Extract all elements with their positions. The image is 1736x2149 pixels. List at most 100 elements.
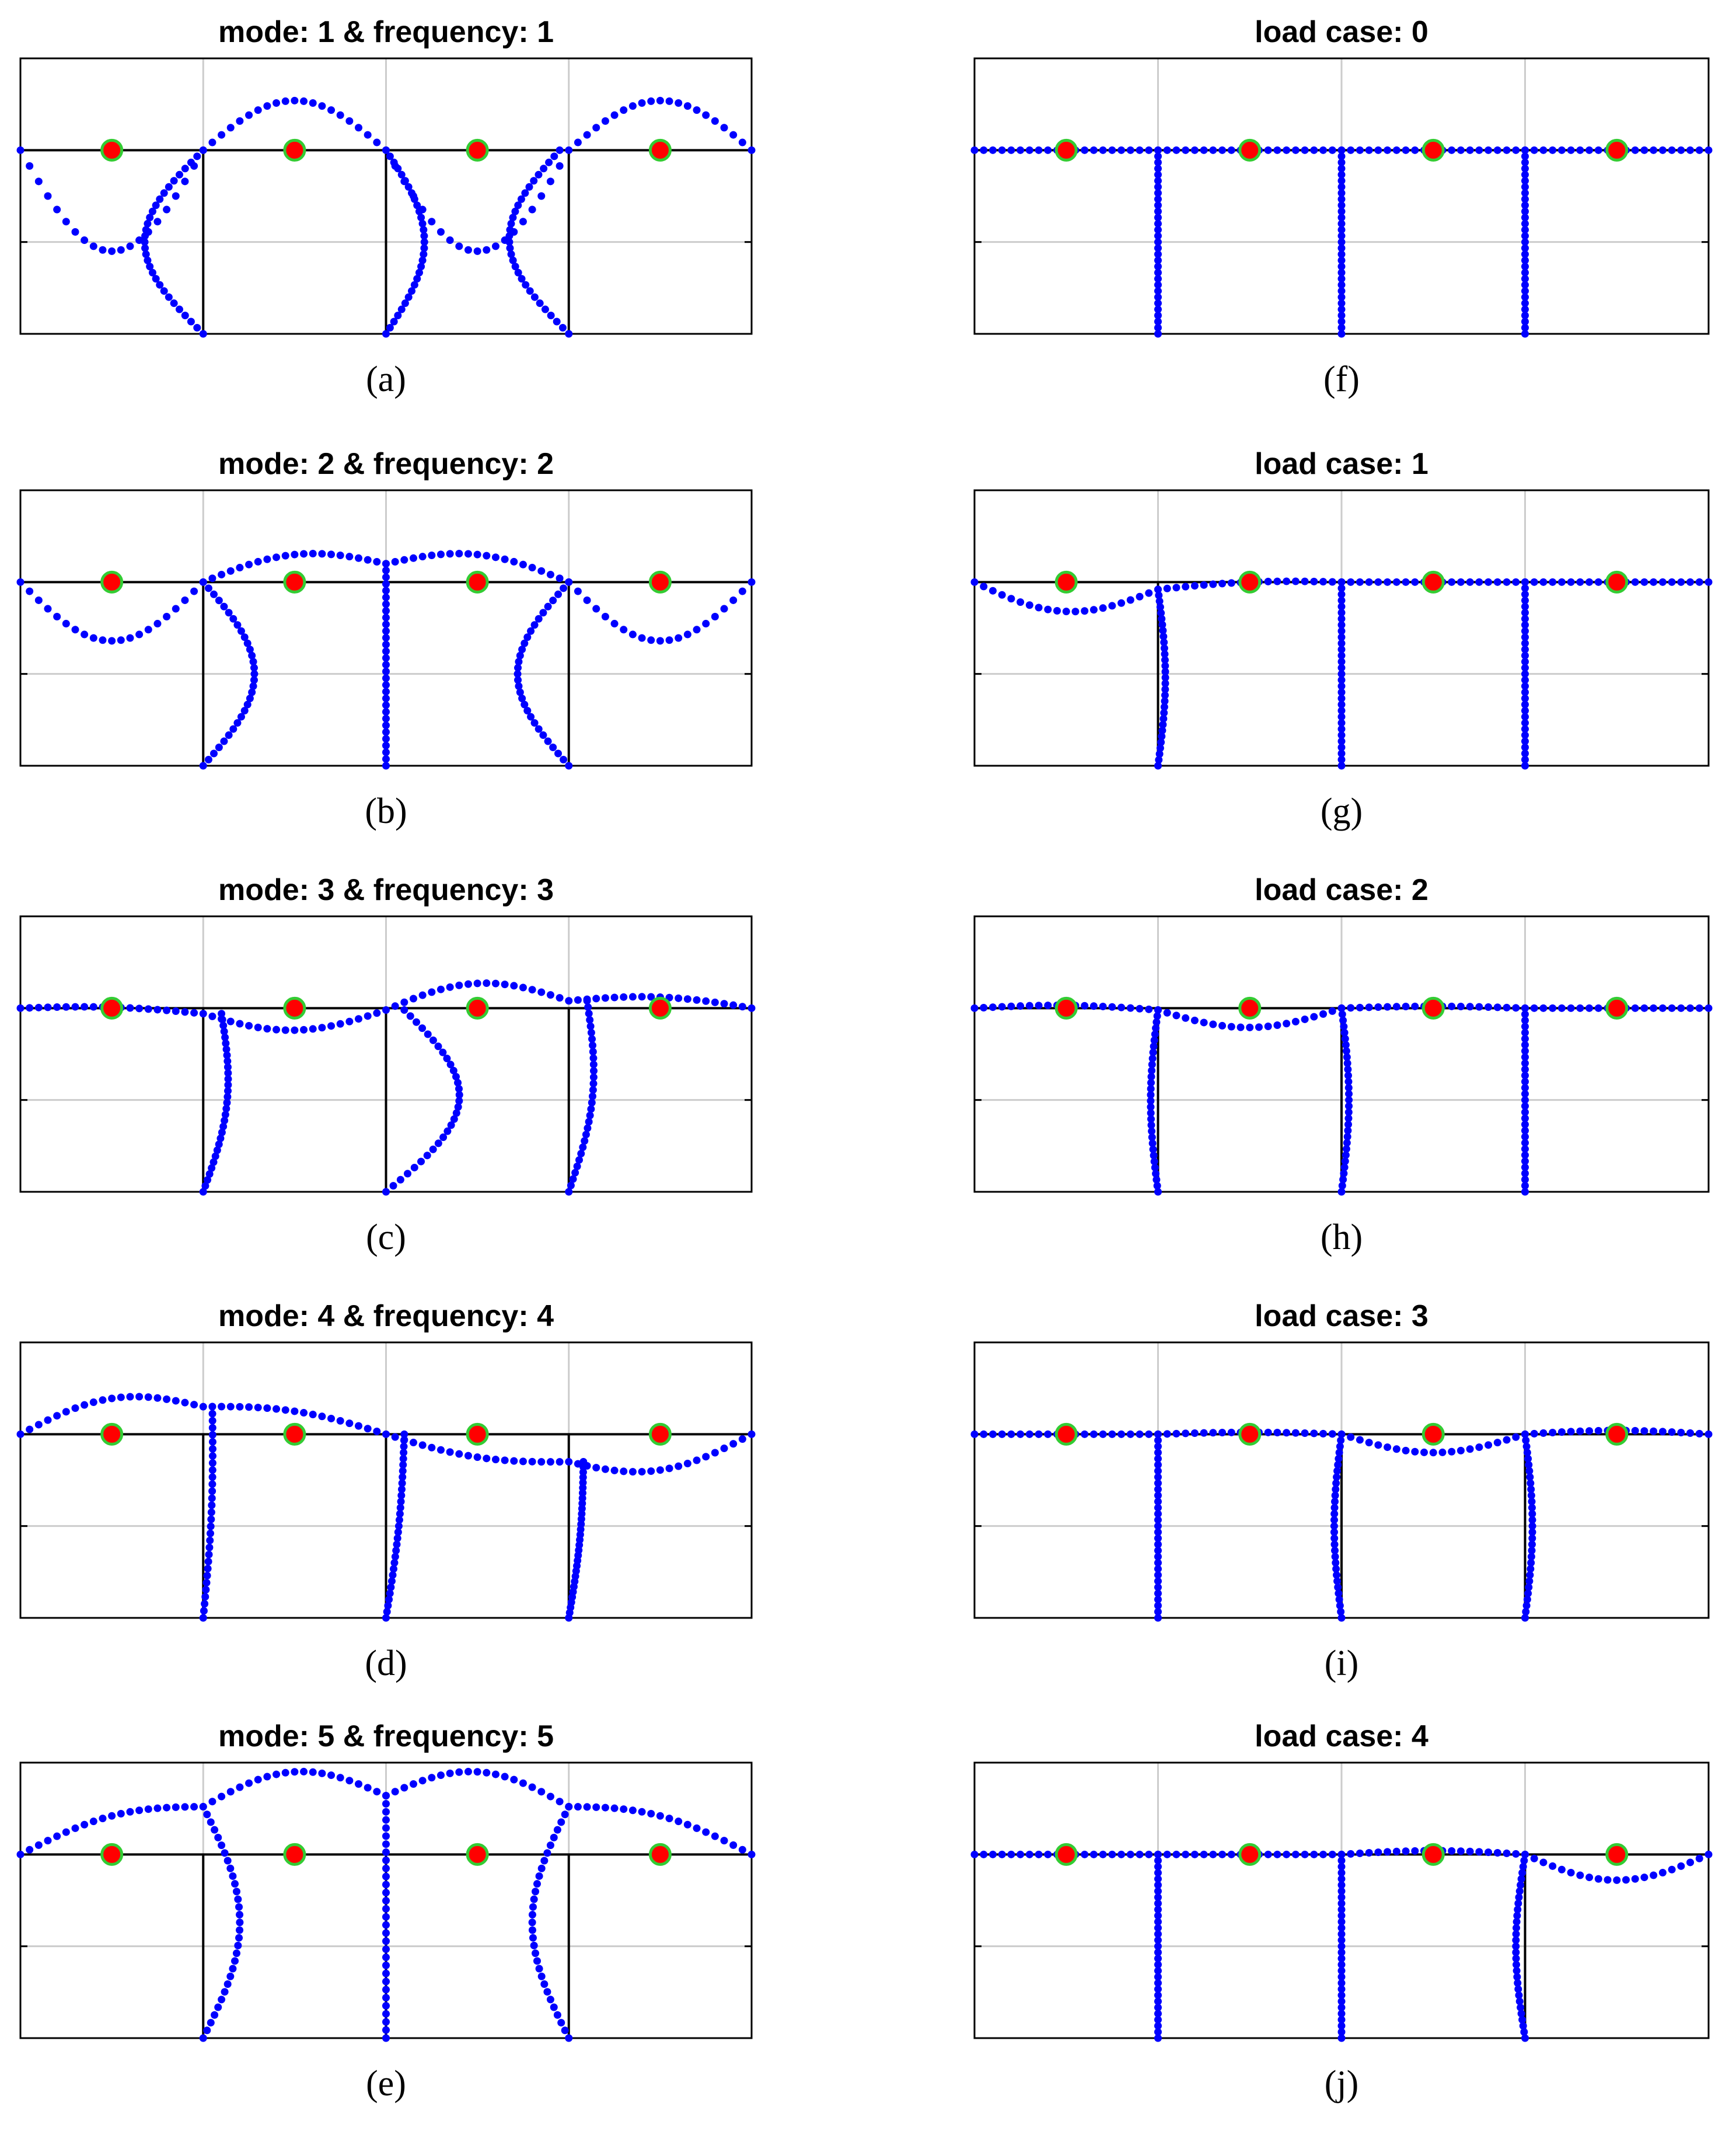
column-point <box>544 737 552 745</box>
column-point <box>1528 1522 1536 1530</box>
beam-point <box>199 1403 207 1411</box>
beam-point <box>1658 1428 1667 1436</box>
beam-point <box>537 567 546 575</box>
beam-point <box>675 994 683 1002</box>
column-point <box>1154 1979 1162 1987</box>
sensor-marker <box>1605 996 1629 1020</box>
beam-point <box>117 1809 125 1817</box>
column-point <box>1513 1973 1521 1981</box>
column-point <box>1521 318 1529 326</box>
beam-point <box>702 1828 710 1836</box>
beam-point <box>738 138 746 146</box>
beam-point <box>1411 1447 1419 1456</box>
column-point <box>1521 1004 1529 1012</box>
beam-point <box>574 996 582 1004</box>
beam-point <box>702 997 710 1005</box>
beam-point <box>1227 1850 1235 1858</box>
column-point <box>1333 1571 1341 1579</box>
column-point <box>382 1824 390 1832</box>
beam-point <box>62 1828 70 1836</box>
column-point <box>537 1864 546 1872</box>
beam-point <box>675 1817 683 1826</box>
column-point <box>1154 1583 1162 1592</box>
beam-point <box>519 983 527 992</box>
beam-point <box>34 1421 43 1429</box>
column-point <box>146 214 154 222</box>
column-point <box>1154 305 1162 313</box>
column-point <box>225 609 233 617</box>
column-point <box>523 633 532 641</box>
column-point <box>1154 1461 1162 1469</box>
column-point <box>1147 1073 1155 1081</box>
beam-point <box>263 555 271 563</box>
column-point <box>1344 1126 1352 1135</box>
column-point <box>404 183 413 191</box>
column-point <box>1148 1066 1156 1074</box>
beam-point <box>1493 1003 1501 1011</box>
column-point <box>518 275 526 283</box>
column-point <box>556 146 564 154</box>
column-point <box>1154 1534 1162 1543</box>
beam-point <box>236 1403 244 1411</box>
beam-point <box>683 630 691 639</box>
beam-point <box>1658 1004 1667 1012</box>
column-point <box>1154 1899 1162 1907</box>
column-point <box>1337 713 1346 721</box>
beam-point <box>1567 578 1575 586</box>
column-point <box>1154 312 1162 320</box>
column-point <box>1154 293 1162 301</box>
beam-point <box>409 554 417 562</box>
column-point <box>1337 1918 1346 1926</box>
column-point <box>199 146 207 154</box>
column-point <box>1521 749 1529 758</box>
beam-point <box>126 634 134 642</box>
column-point <box>394 165 402 173</box>
beam-point <box>163 613 171 621</box>
column-point <box>1521 1096 1529 1104</box>
beam-point <box>153 620 162 628</box>
beam-point <box>1704 146 1713 154</box>
beam-point <box>355 1015 363 1023</box>
beam-point <box>153 218 162 226</box>
column-point <box>522 281 530 289</box>
sensor-marker <box>1605 1422 1629 1446</box>
beam-point <box>1319 1850 1328 1858</box>
beam-point <box>373 1428 381 1436</box>
column-point <box>1330 1516 1338 1524</box>
beam-point <box>510 557 518 566</box>
column-point <box>1154 762 1162 770</box>
beam-point <box>1182 1850 1190 1858</box>
beam-point <box>1108 1003 1116 1011</box>
beam-point <box>99 636 107 644</box>
beam-point <box>1301 577 1309 585</box>
beam-point <box>428 1774 436 1782</box>
beam-point <box>528 986 536 994</box>
beam-point <box>218 570 226 578</box>
column-point <box>382 661 390 669</box>
beam-point <box>980 582 988 591</box>
beam-point <box>510 1457 518 1465</box>
beam-point <box>163 1006 171 1014</box>
beam-point <box>693 1824 701 1832</box>
column-point <box>1521 609 1529 617</box>
beam-point <box>245 1779 253 1787</box>
beam-point <box>665 1815 673 1823</box>
sensor-marker <box>100 1843 124 1866</box>
beam-point <box>126 1393 134 1401</box>
beam-point <box>26 162 34 170</box>
beam-point <box>1136 592 1144 601</box>
column-point <box>1337 1973 1346 1981</box>
beam-point <box>748 1850 756 1858</box>
column-point <box>1337 219 1346 228</box>
column-point <box>1154 1924 1162 1932</box>
sensor-marker <box>1605 570 1629 594</box>
beam-point <box>1117 146 1126 154</box>
beam-point <box>1071 608 1080 616</box>
beam-point <box>556 162 564 170</box>
beam-point <box>1347 1850 1355 1858</box>
beam-point <box>1319 1010 1328 1018</box>
column-point <box>1513 1967 1521 1975</box>
beam-point <box>565 146 573 154</box>
column-point <box>1337 158 1346 166</box>
column-point <box>1344 1072 1352 1080</box>
